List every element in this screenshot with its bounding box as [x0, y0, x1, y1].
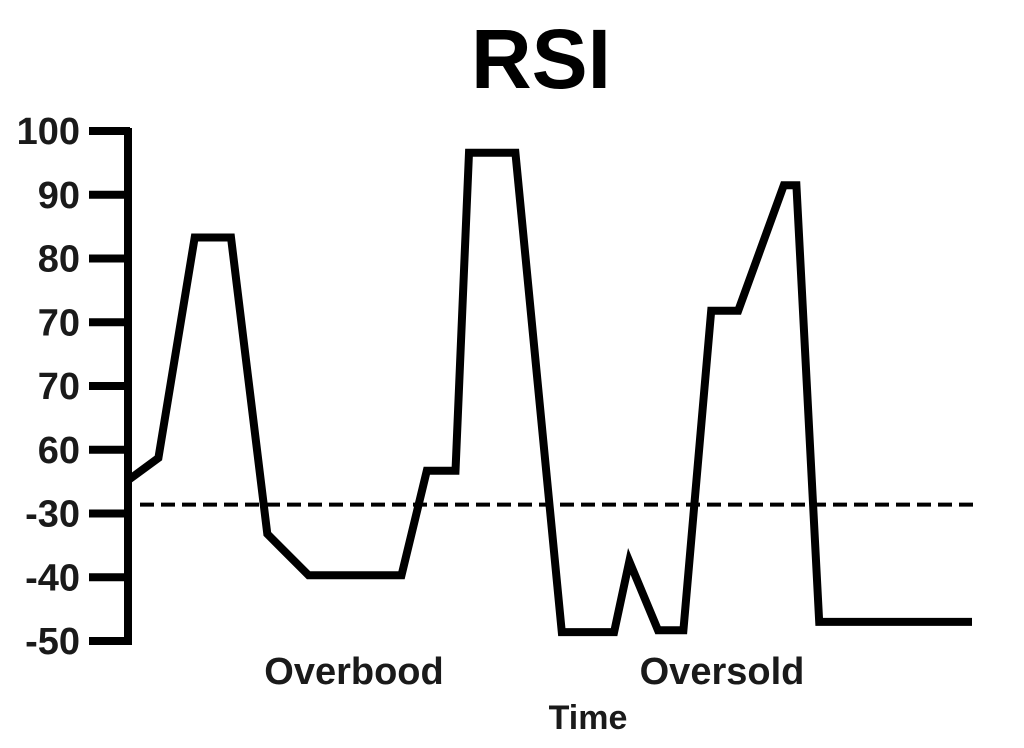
series-group: [125, 148, 972, 637]
y-tick-label: 60: [38, 430, 80, 472]
annotation-oversold-label: Oversold: [640, 651, 805, 693]
y-tick-label: -30: [25, 494, 80, 536]
annotation-overbought-label: Overbood: [264, 651, 443, 693]
y-tick-label: 70: [38, 302, 80, 344]
y-tick-label: -40: [25, 557, 80, 599]
y-tick-label: 80: [38, 239, 80, 281]
rsi-series-line: [125, 148, 972, 637]
y-tick-label: 100: [17, 111, 80, 153]
chart-title: RSI: [471, 12, 611, 106]
x-axis-label: Time: [549, 699, 628, 737]
y-axis: 100 90 80 70 70 60 -30 -40 -50: [17, 111, 132, 663]
y-tick-label: 70: [38, 366, 80, 408]
y-tick-label: -50: [25, 621, 80, 663]
y-tick-label: 90: [38, 175, 80, 217]
